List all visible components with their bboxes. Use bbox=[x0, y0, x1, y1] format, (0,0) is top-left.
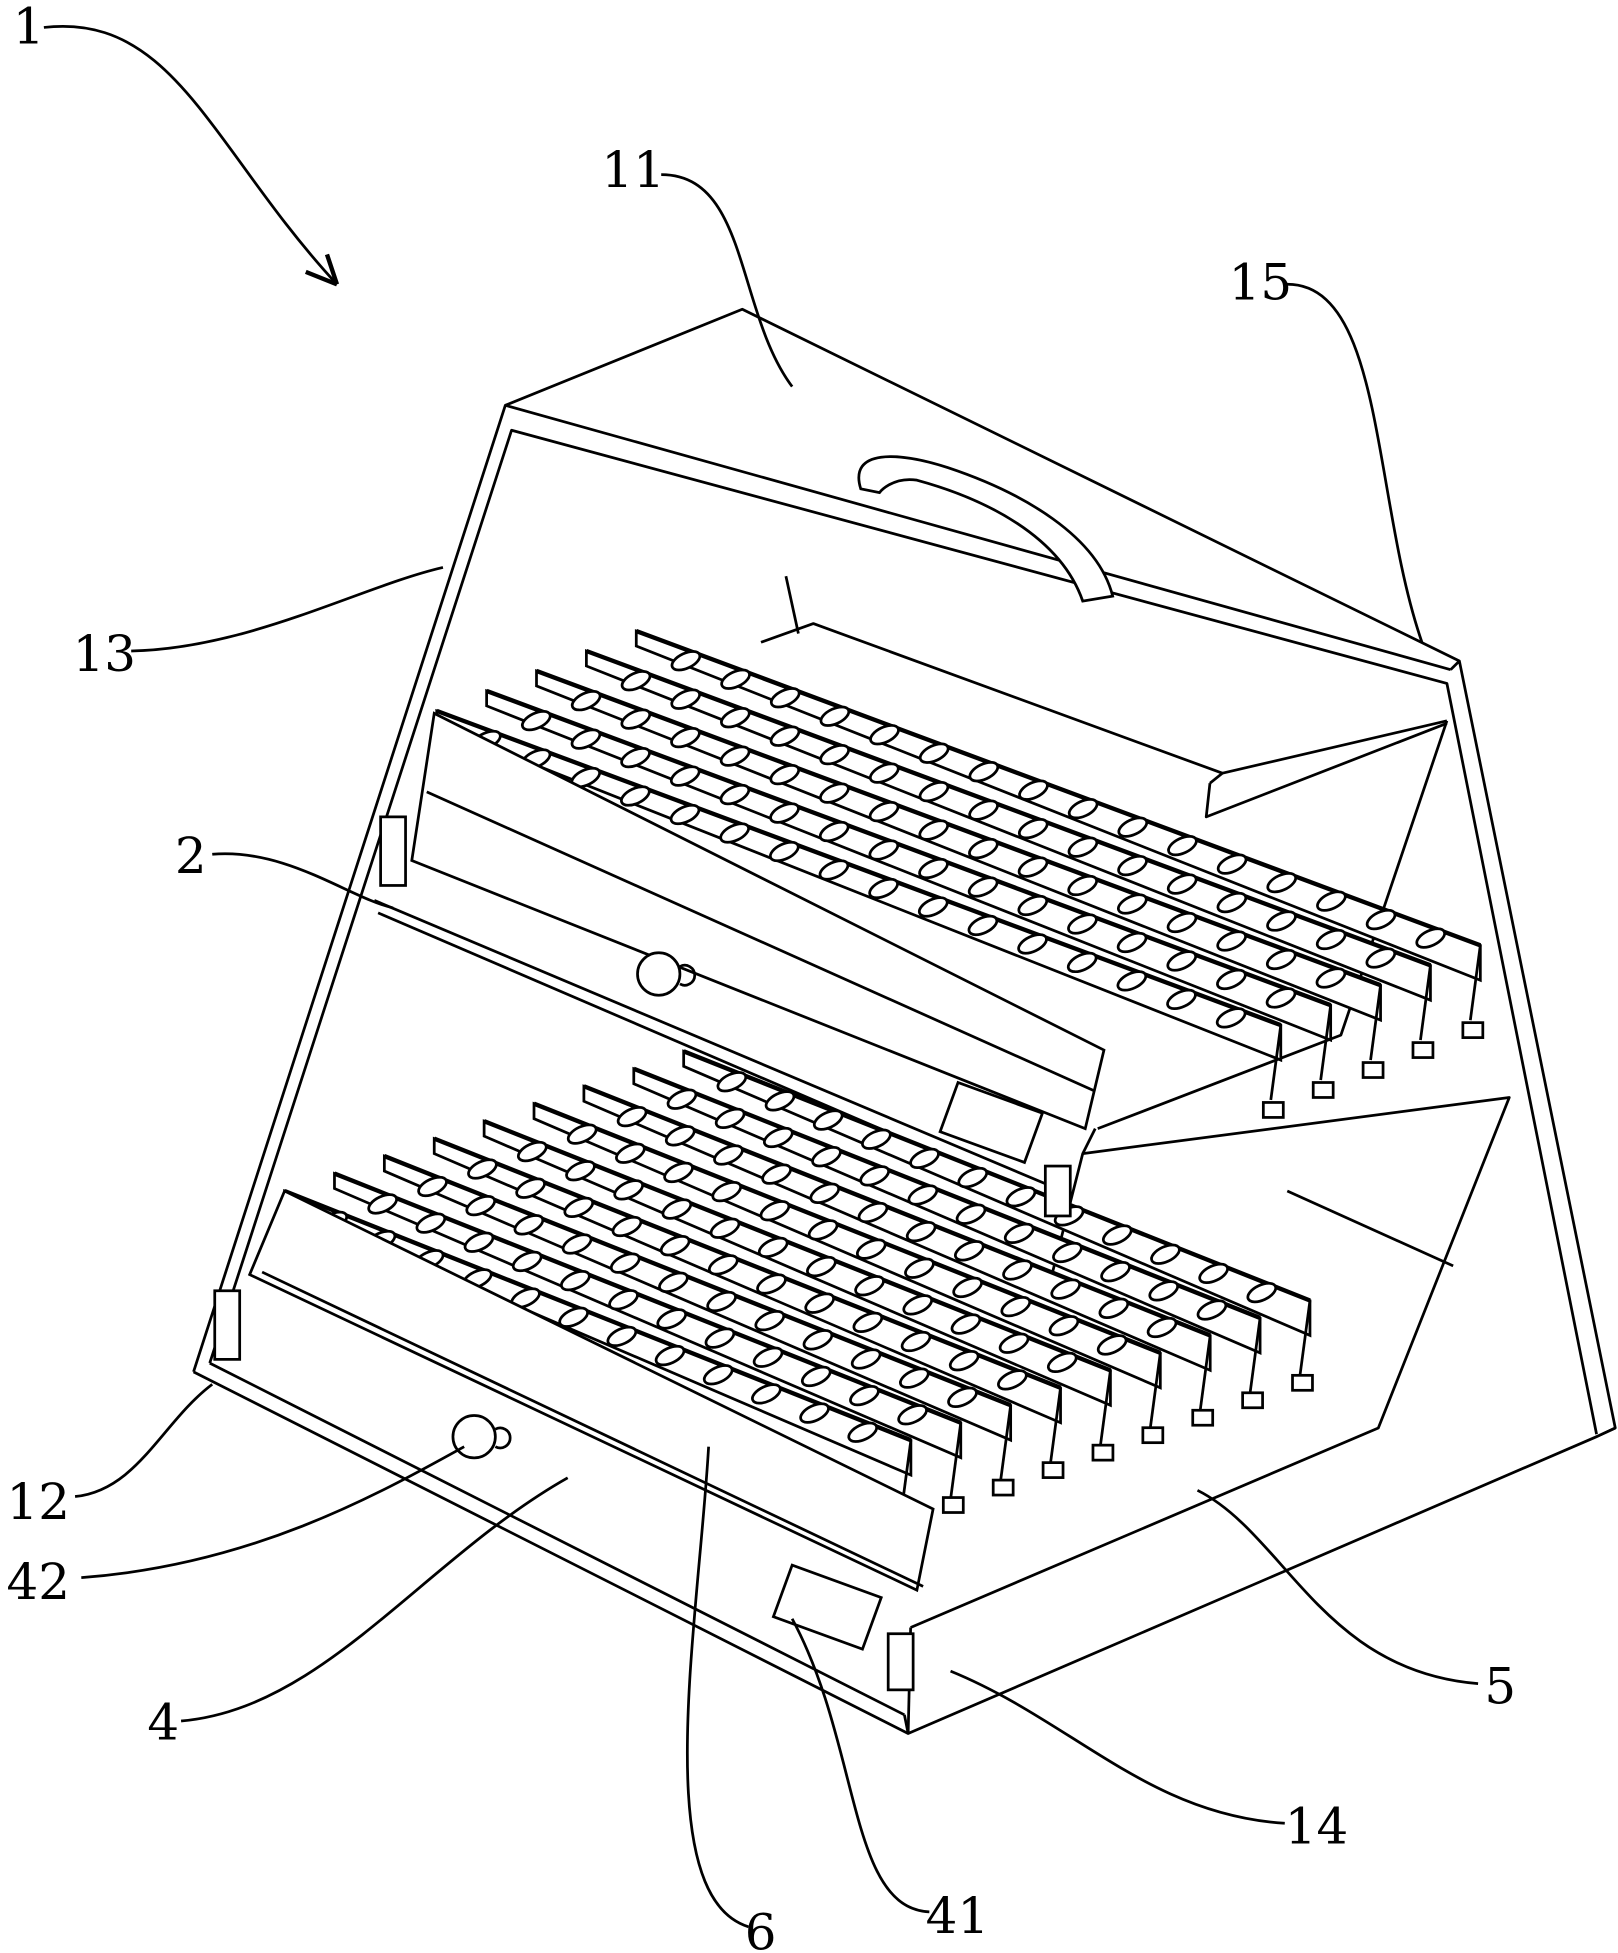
label-6: 6 bbox=[745, 1903, 777, 1953]
label-41: 41 bbox=[926, 1887, 989, 1945]
upper-knob-icon[interactable] bbox=[638, 953, 680, 995]
label-15: 15 bbox=[1229, 253, 1292, 311]
label-12: 12 bbox=[6, 1473, 69, 1531]
rail-tab bbox=[1313, 1083, 1333, 1098]
label-2: 2 bbox=[175, 827, 207, 885]
upper-hinge bbox=[381, 817, 406, 886]
label-4: 4 bbox=[147, 1694, 179, 1752]
lower-keypad[interactable] bbox=[773, 1565, 881, 1649]
rail-tab bbox=[1413, 1043, 1433, 1058]
label-5: 5 bbox=[1484, 1658, 1516, 1716]
label-11: 11 bbox=[601, 141, 664, 199]
rail-tab bbox=[1043, 1463, 1063, 1478]
rail-tab bbox=[1293, 1375, 1313, 1390]
upper-hinge-right bbox=[1045, 1166, 1070, 1216]
rail-tab bbox=[1463, 1023, 1483, 1038]
rail-tab bbox=[1263, 1102, 1283, 1117]
lower-hinge bbox=[215, 1291, 240, 1360]
label-14: 14 bbox=[1285, 1797, 1348, 1855]
rail-tab bbox=[1143, 1428, 1163, 1443]
lower-hinge-right bbox=[888, 1634, 913, 1690]
rail-tab bbox=[1363, 1063, 1383, 1078]
rail-tab bbox=[1093, 1445, 1113, 1460]
rail-tab bbox=[1243, 1393, 1263, 1408]
label-42: 42 bbox=[6, 1553, 69, 1611]
label-13: 13 bbox=[73, 625, 136, 683]
handle bbox=[859, 457, 1113, 601]
label-1: 1 bbox=[13, 0, 45, 56]
rail-tab bbox=[993, 1480, 1013, 1495]
rail-tab bbox=[1193, 1410, 1213, 1425]
rail-tab bbox=[943, 1498, 963, 1513]
lower-knob-icon[interactable] bbox=[453, 1415, 495, 1457]
